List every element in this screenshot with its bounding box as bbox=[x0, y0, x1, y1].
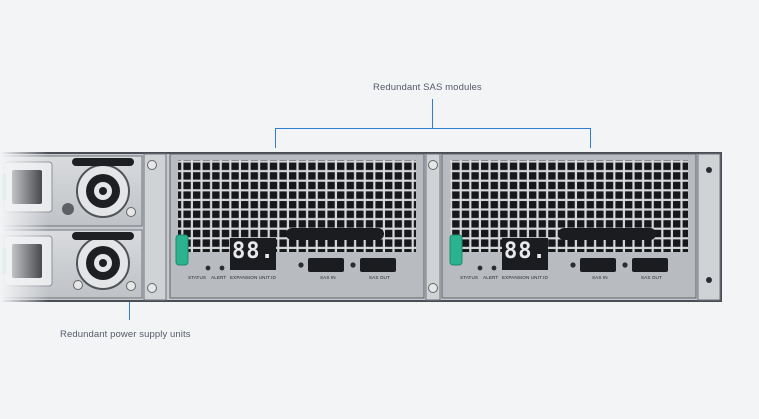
expansion-id-label-1: EXPANSION UNIT ID bbox=[230, 275, 276, 280]
chassis-illustration bbox=[0, 152, 722, 302]
psu-callout-label: Redundant power supply units bbox=[60, 329, 191, 340]
status-label-2: STATUS bbox=[460, 275, 479, 280]
sas-callout-right-leg bbox=[590, 128, 591, 148]
sas-callout-stem bbox=[432, 99, 433, 128]
alert-label-1: ALERT bbox=[211, 275, 227, 280]
sas-in-label-2: SAS IN bbox=[592, 275, 608, 280]
sas-modules-callout-label: Redundant SAS modules bbox=[373, 82, 482, 93]
expansion-id-display-2: 88. bbox=[504, 239, 547, 264]
expansion-id-label-2: EXPANSION UNIT ID bbox=[502, 275, 548, 280]
expansion-id-display-1: 88. bbox=[232, 239, 275, 264]
sas-in-label-1: SAS IN bbox=[320, 275, 336, 280]
status-label-1: STATUS bbox=[188, 275, 207, 280]
power-supply-units bbox=[0, 152, 143, 302]
sas-callout-left-leg bbox=[275, 128, 276, 148]
sas-out-label-2: SAS OUT bbox=[641, 275, 662, 280]
sas-module-1 bbox=[169, 153, 425, 299]
server-chassis: 88. STATUS ALERT EXPANSION UNIT ID SAS I… bbox=[0, 152, 722, 302]
psu-callout-stem bbox=[129, 296, 130, 320]
sas-out-label-1: SAS OUT bbox=[369, 275, 390, 280]
sas-callout-bracket bbox=[275, 128, 591, 129]
alert-label-2: ALERT bbox=[483, 275, 499, 280]
sas-module-2 bbox=[441, 153, 697, 299]
